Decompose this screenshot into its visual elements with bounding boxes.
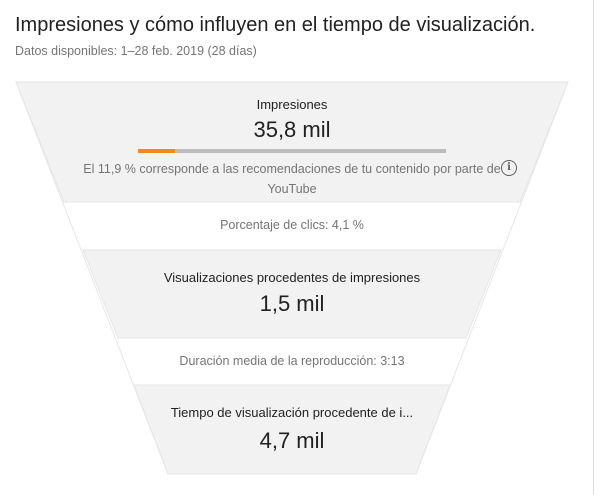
click-through-rate: Porcentaje de clics: 4,1 % bbox=[220, 218, 364, 232]
info-icon[interactable]: i bbox=[501, 160, 517, 176]
recommendation-share-bar bbox=[138, 149, 446, 153]
scrollbar-edge bbox=[593, 0, 594, 495]
page-title: Impresiones y cómo influyen en el tiempo… bbox=[15, 14, 536, 36]
date-range-subtitle: Datos disponibles: 1–28 feb. 2019 (28 dí… bbox=[15, 44, 257, 58]
views-value: 1,5 mil bbox=[259, 291, 325, 316]
recommendation-description: El 11,9 % corresponde a las recomendacio… bbox=[83, 162, 501, 196]
impressions-label: Impresiones bbox=[256, 97, 328, 112]
average-view-duration: Duración media de la reproducción: 3:13 bbox=[179, 354, 405, 368]
views-label: Visualizaciones procedentes de impresion… bbox=[163, 270, 421, 285]
funnel-band-watch-time bbox=[133, 384, 451, 475]
watch-time-label: Tiempo de visualización procedente de i.… bbox=[170, 405, 414, 420]
watch-time-value: 4,7 mil bbox=[259, 428, 325, 453]
funnel-band-views bbox=[82, 249, 502, 339]
recommendation-share-fill bbox=[138, 149, 175, 153]
impressions-value: 35,8 mil bbox=[253, 117, 331, 142]
funnel-band-impressions bbox=[15, 81, 569, 203]
